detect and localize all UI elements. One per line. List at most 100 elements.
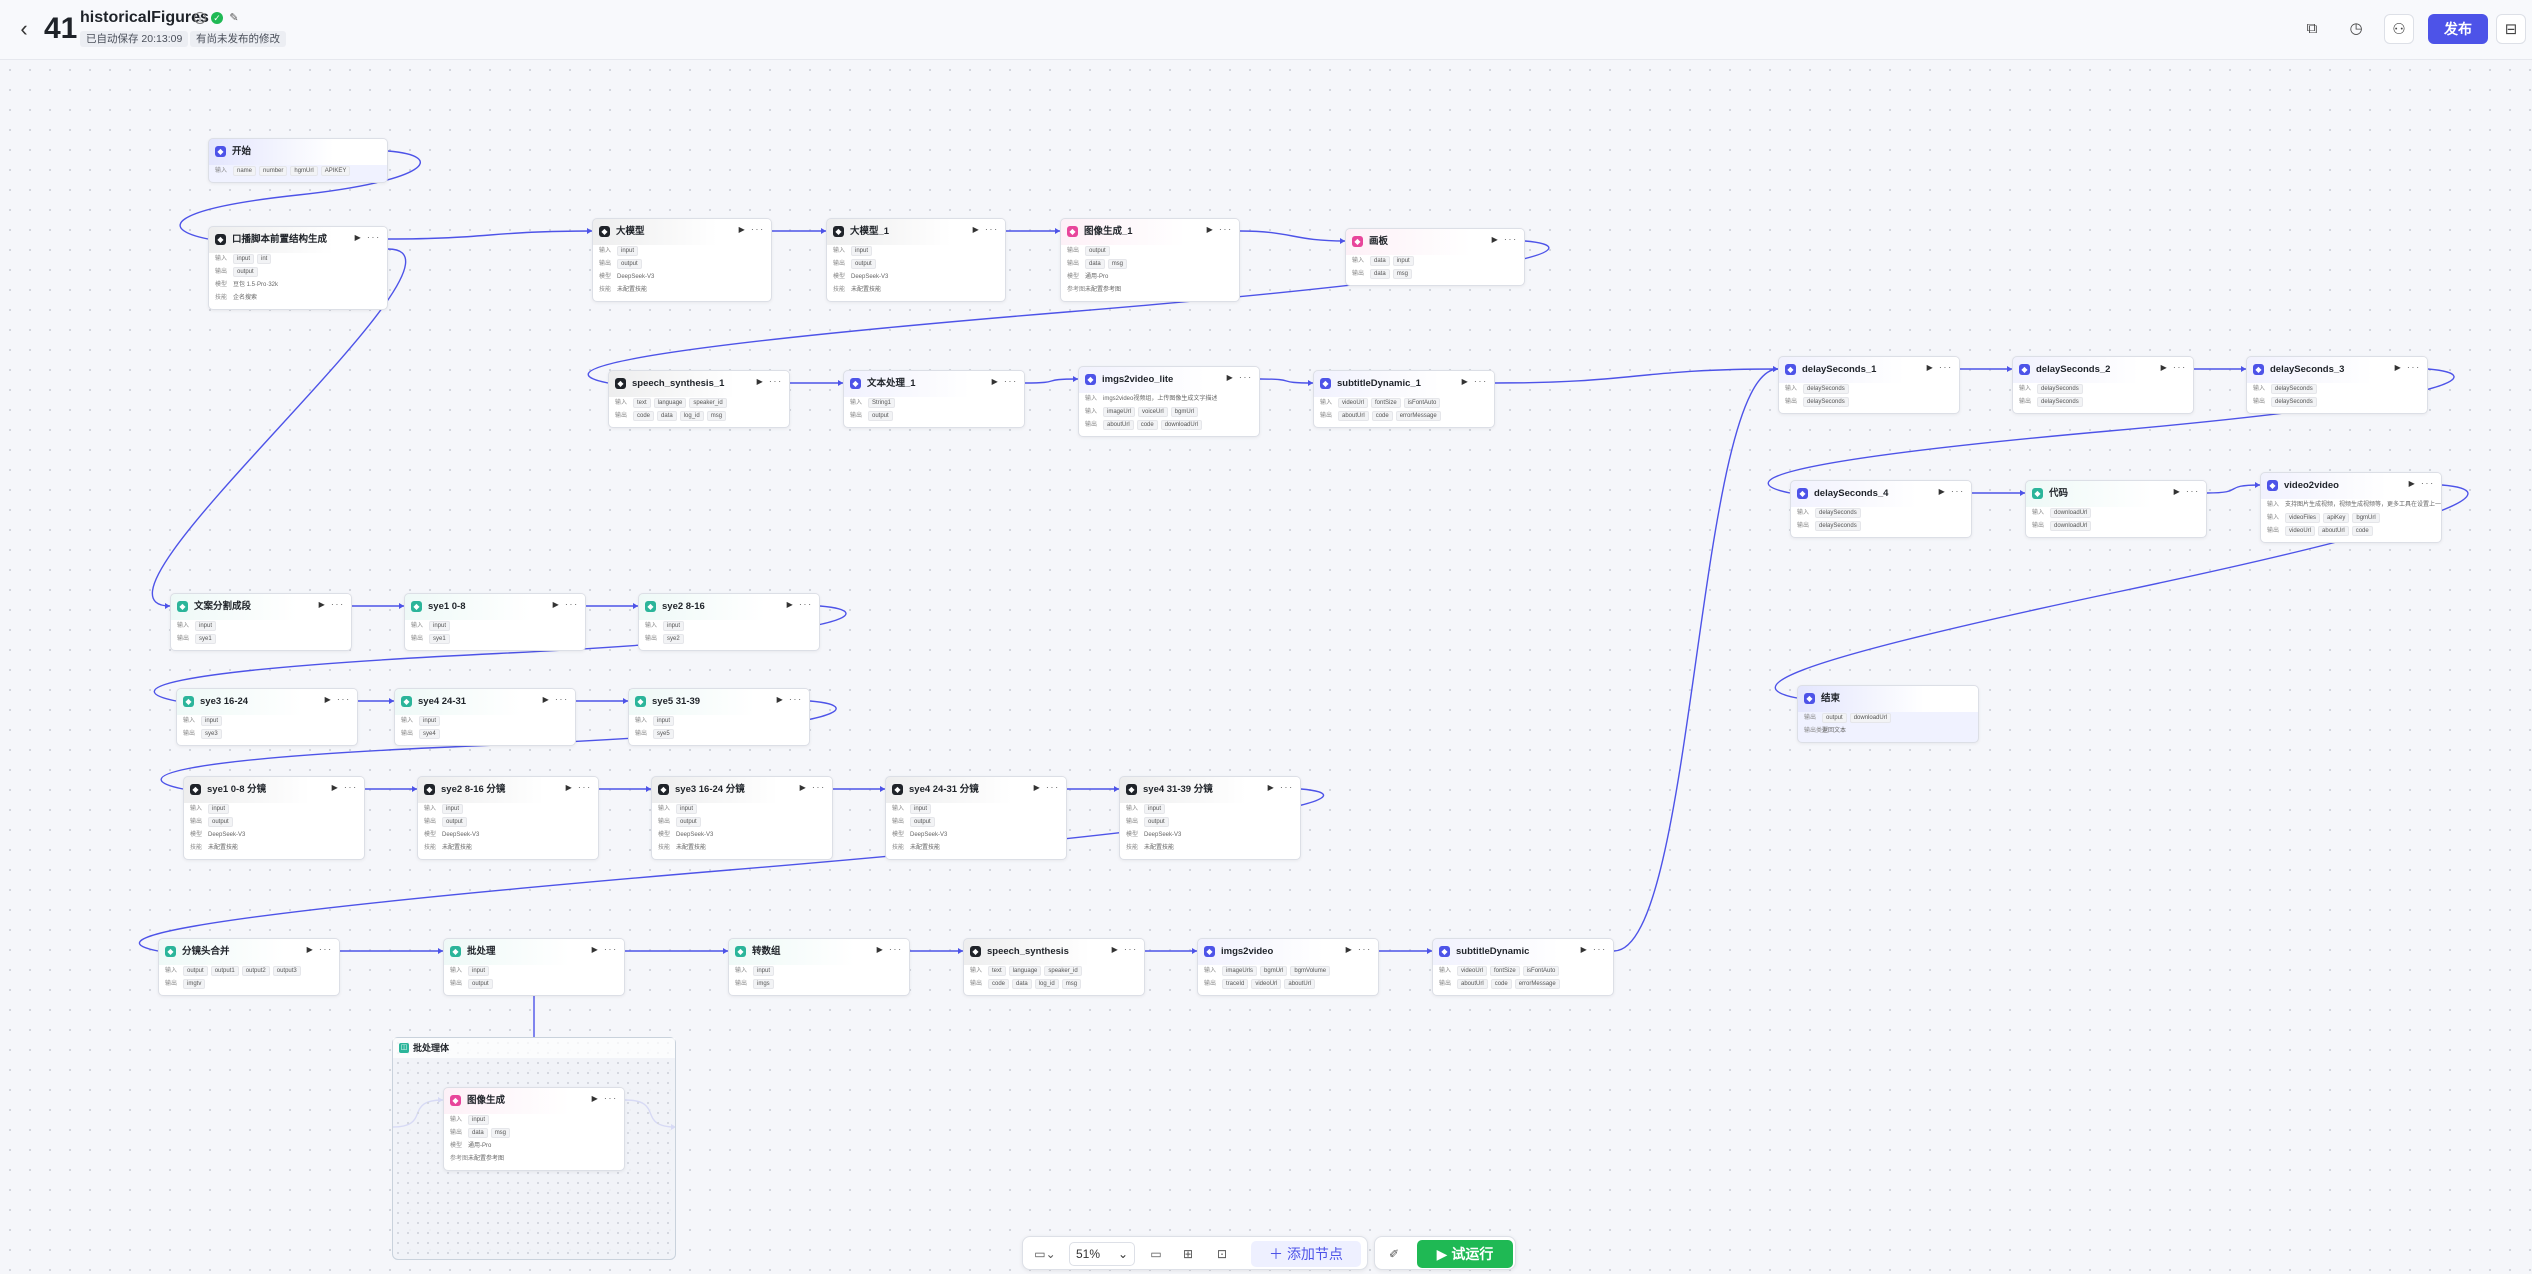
node-menu-icon[interactable]: ▶ ··· bbox=[1267, 783, 1294, 792]
row-value: output bbox=[868, 411, 893, 421]
node-menu-icon[interactable]: ▶ ··· bbox=[542, 695, 569, 704]
row-key: 输出 bbox=[2253, 399, 2266, 405]
node-row: 技能企名搜索 bbox=[209, 292, 387, 305]
row-value: imgs2video视频组，上传图像生成文字描述 bbox=[1103, 396, 1218, 402]
node-menu-icon[interactable]: ▶ ··· bbox=[1226, 373, 1253, 382]
node-menu-icon[interactable]: ▶ ··· bbox=[591, 1094, 618, 1103]
node-menu-icon[interactable]: ▶ ··· bbox=[1461, 377, 1488, 386]
node-menu-icon[interactable]: ▶ ··· bbox=[2408, 479, 2435, 488]
node-menu-icon[interactable]: ▶ ··· bbox=[2394, 363, 2421, 372]
node-type-icon: ◆ bbox=[599, 226, 610, 237]
row-value: code bbox=[1371, 411, 1393, 421]
node-menu-icon[interactable]: ▶ ··· bbox=[1580, 945, 1607, 954]
node-menu-icon[interactable]: ▶ ··· bbox=[306, 945, 333, 954]
node-menu-icon[interactable]: ▶ ··· bbox=[591, 945, 618, 954]
comment-icon[interactable]: ▭ bbox=[1150, 1247, 1162, 1261]
back-icon[interactable]: ‹ bbox=[20, 16, 28, 41]
batch-body-group[interactable]: ◫批处理体 bbox=[392, 1037, 676, 1260]
node-menu-icon[interactable]: ▶ ··· bbox=[354, 233, 381, 242]
node-menu-icon[interactable]: ▶ ··· bbox=[565, 783, 592, 792]
image-icon[interactable]: ⊡ bbox=[1216, 1247, 1228, 1261]
node-menu-icon[interactable]: ▶ ··· bbox=[799, 783, 826, 792]
row-value: isFontAuto bbox=[1403, 398, 1441, 408]
node-menu-icon[interactable]: ▶ ··· bbox=[776, 695, 803, 704]
node-menu-icon[interactable]: ▶ ··· bbox=[2173, 487, 2200, 496]
node-menu-icon[interactable]: ▶ ··· bbox=[1206, 225, 1233, 234]
history-icon[interactable]: ◷ bbox=[2349, 20, 2363, 37]
node-menu-icon[interactable]: ▶ ··· bbox=[1111, 945, 1138, 954]
node-menu-icon[interactable]: ▶ ··· bbox=[972, 225, 999, 234]
workflow-title[interactable]: historicalFigures bbox=[80, 9, 209, 26]
node-menu-icon[interactable]: ▶ ··· bbox=[1926, 363, 1953, 372]
node-menu-icon[interactable]: ▶ ··· bbox=[1033, 783, 1060, 792]
node-menu-icon[interactable]: ▶ ··· bbox=[756, 377, 783, 386]
publish-button[interactable]: 发布 bbox=[2428, 14, 2488, 44]
debug-icon[interactable]: ✐ bbox=[1388, 1247, 1400, 1261]
layout-icon[interactable]: ⊞ bbox=[1182, 1247, 1194, 1261]
test-run-button[interactable]: ▶ 试运行 bbox=[1417, 1240, 1513, 1268]
node-menu-icon[interactable]: ▶ ··· bbox=[318, 600, 345, 609]
add-node-button[interactable]: ＋ 添加节点 bbox=[1251, 1241, 1361, 1267]
minimap-icon[interactable]: ▭⌄ bbox=[1034, 1247, 1056, 1261]
node-menu-icon[interactable]: ▶ ··· bbox=[786, 600, 813, 609]
node-menu-icon[interactable]: ▶ ··· bbox=[738, 225, 765, 234]
node-menu-icon[interactable]: ▶ ··· bbox=[991, 377, 1018, 386]
row-value: aboutUrl bbox=[2318, 526, 2349, 536]
zoom-select[interactable]: 51%⌄ bbox=[1069, 1242, 1135, 1266]
edit-icon[interactable]: ✎ bbox=[229, 12, 239, 24]
node-menu-icon[interactable]: ▶ ··· bbox=[1938, 487, 1965, 496]
panel-icon[interactable]: ⊟ bbox=[2496, 14, 2526, 44]
node-menu-icon[interactable]: ▶ ··· bbox=[331, 783, 358, 792]
node-menu-icon[interactable]: ▶ ··· bbox=[1345, 945, 1372, 954]
info-icon[interactable]: i bbox=[194, 12, 206, 24]
node-menu-icon[interactable]: ▶ ··· bbox=[876, 945, 903, 954]
view-controls: ▭⌄ 51%⌄ ▭ ⊞ ⊡ ＋ 添加节点 bbox=[1022, 1236, 1368, 1270]
node-menu-icon[interactable]: ▶ ··· bbox=[2160, 363, 2187, 372]
collaborator-icon[interactable]: ⚇ bbox=[2384, 14, 2414, 44]
node-menu-icon[interactable]: ▶ ··· bbox=[324, 695, 351, 704]
copy-icon[interactable]: ⧉ bbox=[2306, 20, 2318, 37]
node-video2video[interactable]: ◆video2video▶ ···输入支持图片生成视频，视频生成视频等，更多工具… bbox=[2260, 472, 2442, 543]
edge-arrow bbox=[633, 603, 638, 609]
node-menu-icon[interactable]: ▶ ··· bbox=[1491, 235, 1518, 244]
row-value: DeepSeek-V3 bbox=[676, 832, 714, 838]
node-menu-icon[interactable]: ▶ ··· bbox=[552, 600, 579, 609]
